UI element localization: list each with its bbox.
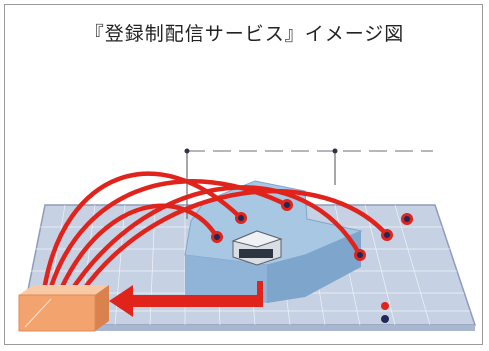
legend (381, 302, 389, 323)
delivery-arcs (42, 171, 390, 296)
legend-red-dot (381, 302, 389, 310)
figure-title: 『登録制配信サービス』イメージ図 (84, 23, 405, 45)
inner-area-region (184, 180, 363, 303)
recipient-pin-icon (381, 229, 393, 241)
service-diagram (18, 148, 477, 332)
figure-frame: 『登録制配信サービス』イメージ図 (4, 4, 483, 345)
distribution-arrow (109, 281, 263, 317)
building-icon (231, 230, 283, 266)
recipient-pin-icon (235, 212, 247, 224)
recipient-pin-icon (354, 249, 366, 261)
legend-navy-dot (381, 315, 389, 323)
recipient-pins (211, 199, 413, 261)
server-box-icon (18, 285, 109, 332)
recipient-pin-icon (211, 231, 223, 243)
recipient-pin-icon (401, 213, 413, 225)
recipient-pin-icon (281, 199, 293, 211)
